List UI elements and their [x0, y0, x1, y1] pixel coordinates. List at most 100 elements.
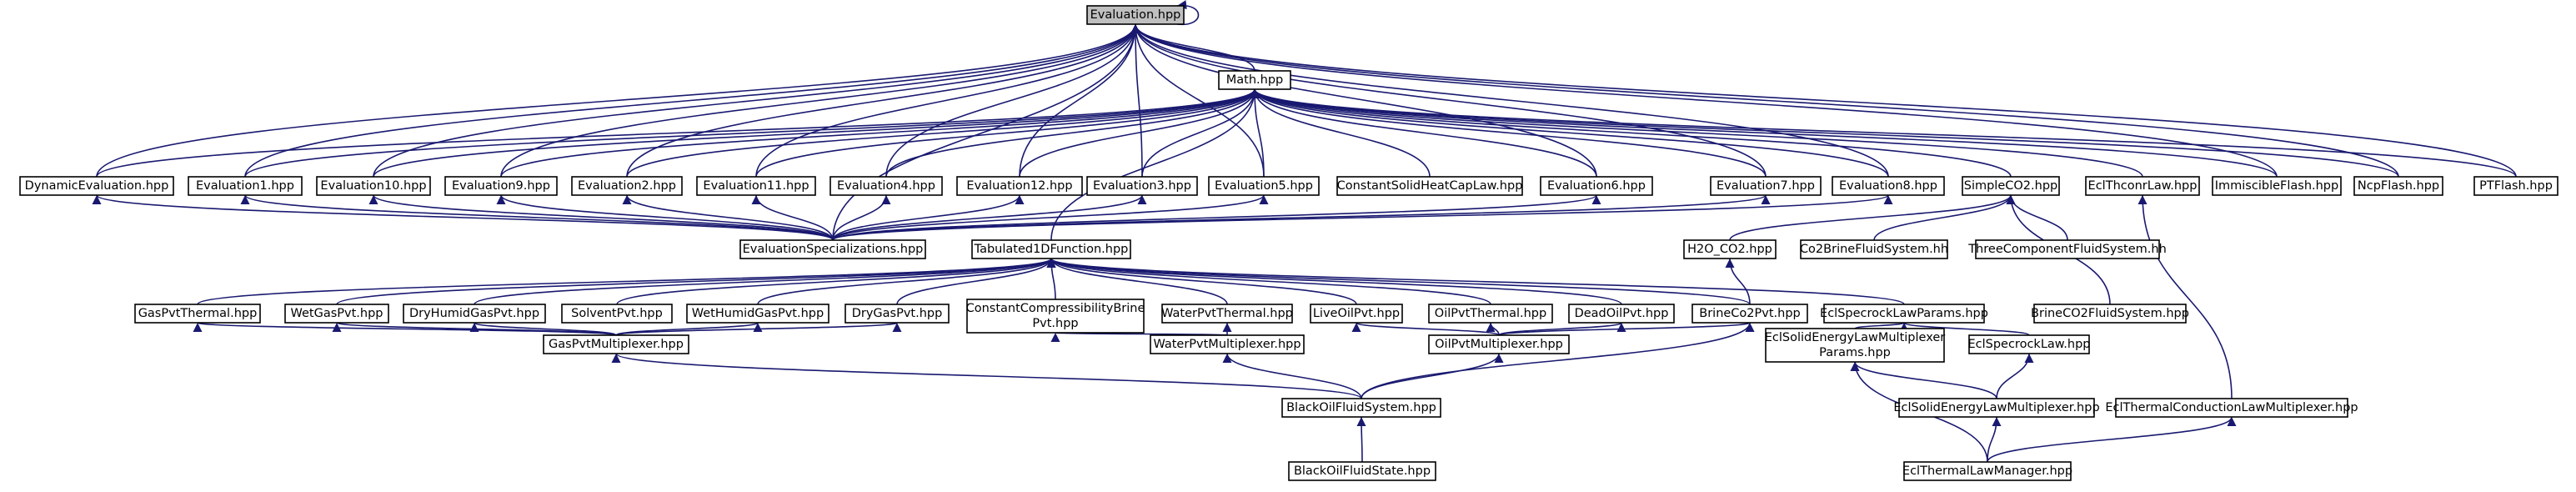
- node-brine-co2-pvt-hpp[interactable]: BrineCo2Pvt.hpp: [1691, 304, 1808, 324]
- edge-evaluation6-to-evaluation-specializations: [832, 194, 1601, 241]
- edge-ecl-specrock-law-to-ecl-solid-energy-law-multiplexer: [1996, 353, 2034, 399]
- node-evaluation-hpp[interactable]: Evaluation.hpp: [1086, 5, 1185, 25]
- node-evaluation12-hpp[interactable]: Evaluation12.hpp: [956, 176, 1083, 196]
- edge-group: [1725, 258, 1751, 305]
- node-dry-gas-pvt-hpp[interactable]: DryGasPvt.hpp: [844, 304, 950, 324]
- edge-math-to-evaluation3: [1141, 88, 1260, 178]
- node-evaluation-specializations-hpp[interactable]: EvaluationSpecializations.hpp: [739, 239, 926, 259]
- edge-group: [1130, 23, 2399, 178]
- node-water-pvt-thermal-hpp[interactable]: WaterPvtThermal.hpp: [1161, 304, 1293, 324]
- svg-text:EclThconrLaw.hpp: EclThconrLaw.hpp: [2088, 179, 2198, 193]
- node-co2-brine-fluid-system-hh[interactable]: Co2BrineFluidSystem.hh: [1800, 239, 1948, 259]
- node-pt-flash-hpp[interactable]: PTFlash.hpp: [2473, 176, 2558, 196]
- edge-group: [1356, 416, 1366, 463]
- edge-evaluation-to-dynamic-evaluation: [96, 23, 1140, 178]
- node-water-pvt-multiplexer-hpp[interactable]: WaterPvtMultiplexer.hpp: [1150, 334, 1305, 354]
- edge-tabulated-1d-function-to-oil-pvt-thermal: [1046, 258, 1491, 305]
- svg-text:ConstantSolidHeatCapLaw.hpp: ConstantSolidHeatCapLaw.hpp: [1337, 179, 1523, 193]
- edge-group: [1250, 88, 1767, 178]
- svg-text:OilPvtMultiplexer.hpp: OilPvtMultiplexer.hpp: [1435, 338, 1563, 351]
- node-ecl-specrock-law-hpp[interactable]: EclSpecrockLaw.hpp: [1967, 334, 2091, 354]
- edge-math-to-evaluation4: [885, 88, 1260, 178]
- svg-text:Evaluation6.hpp: Evaluation6.hpp: [1547, 179, 1646, 193]
- node-evaluation6-hpp[interactable]: Evaluation6.hpp: [1540, 176, 1653, 196]
- node-evaluation8-hpp[interactable]: Evaluation8.hpp: [1832, 176, 1945, 196]
- edge-group: [832, 23, 1140, 241]
- edge-group: [757, 258, 1056, 305]
- node-evaluation7-hpp[interactable]: Evaluation7.hpp: [1710, 176, 1822, 196]
- node-evaluation4-hpp[interactable]: Evaluation4.hpp: [829, 176, 943, 196]
- edge-group: [1019, 88, 1260, 178]
- node-solvent-pvt-hpp[interactable]: SolventPvt.hpp: [561, 304, 673, 324]
- node-ecl-solid-energy-law-multiplexer-hpp[interactable]: EclSolidEnergyLawMultiplexer.hpp: [1893, 398, 2100, 418]
- node-dry-humid-gas-pvt-hpp[interactable]: DryHumidGasPvt.hpp: [403, 304, 546, 324]
- svg-text:WetHumidGasPvt.hpp: WetHumidGasPvt.hpp: [692, 307, 824, 320]
- node-evaluation2-hpp[interactable]: Evaluation2.hpp: [571, 176, 683, 196]
- svg-text:EclThermalLawManager.hpp: EclThermalLawManager.hpp: [1902, 464, 2072, 478]
- node-ecl-specrock-law-params-hpp[interactable]: EclSpecrockLawParams.hpp: [1820, 304, 1988, 324]
- node-wet-humid-gas-pvt-hpp[interactable]: WetHumidGasPvt.hpp: [686, 304, 829, 324]
- edge-group: [832, 194, 1147, 241]
- node-evaluation11-hpp[interactable]: Evaluation11.hpp: [696, 176, 816, 196]
- edge-group: [622, 194, 834, 241]
- node-brine-co2-fluid-system-hpp[interactable]: BrineCO2FluidSystem.hpp: [2031, 304, 2189, 324]
- edge-evaluation7-to-evaluation-specializations: [832, 194, 1771, 241]
- node-ecl-thermal-conduction-law-multiplexer-hpp[interactable]: EclThermalConductionLawMultiplexer.hpp: [2105, 398, 2358, 418]
- node-math-hpp[interactable]: Math.hpp: [1218, 70, 1291, 90]
- edge-ecl-solid-energy-law-multiplexer-params-to-ecl-solid-energy-law-multiplexer: [1850, 361, 1997, 399]
- edge-oil-pvt-multiplexer-to-black-oil-fluid-system: [1361, 353, 1504, 399]
- node-gas-pvt-multiplexer-hpp[interactable]: GasPvtMultiplexer.hpp: [543, 334, 689, 354]
- edge-group: [1987, 416, 2002, 463]
- node-black-oil-fluid-state-hpp[interactable]: BlackOilFluidState.hpp: [1288, 461, 1436, 481]
- node-gas-pvt-thermal-hpp[interactable]: GasPvtThermal.hpp: [134, 304, 261, 324]
- node-constant-solid-heat-cap-law-hpp[interactable]: ConstantSolidHeatCapLaw.hpp: [1336, 176, 1523, 196]
- edge-ecl-thermal-conduction-law-multiplexer-to-ecl-thermal-law-manager: [1987, 416, 2237, 463]
- node-tabulated-1d-function-hpp[interactable]: Tabulated1DFunction.hpp: [971, 239, 1131, 259]
- edge-group: [1498, 322, 1626, 336]
- node-dynamic-evaluation-hpp[interactable]: DynamicEvaluation.hpp: [19, 176, 174, 196]
- node-evaluation1-hpp[interactable]: Evaluation1.hpp: [188, 176, 303, 196]
- edge-live-oil-pvt-to-oil-pvt-multiplexer: [1351, 322, 1500, 336]
- node-three-component-fluid-system-hh[interactable]: ThreeComponentFluidSystem.hh: [1967, 239, 2167, 259]
- node-simple-co2-hpp[interactable]: SimpleCO2.hpp: [1962, 176, 2060, 196]
- edge-evaluation-to-ncp-flash: [1130, 23, 2399, 178]
- edge-evaluation-to-evaluation5: [1130, 23, 1265, 178]
- edge-evaluation4-to-evaluation-specializations: [832, 194, 891, 241]
- edge-tabulated-1d-function-to-dead-oil-pvt: [1046, 258, 1622, 305]
- edge-group: [832, 194, 1269, 241]
- edge-tabulated-1d-function-to-water-pvt-thermal: [1046, 258, 1228, 305]
- node-evaluation10-hpp[interactable]: Evaluation10.hpp: [316, 176, 431, 196]
- node-wet-gas-pvt-hpp[interactable]: WetGasPvt.hpp: [284, 304, 389, 324]
- node-evaluation3-hpp[interactable]: Evaluation3.hpp: [1086, 176, 1198, 196]
- edge-math-to-ncp-flash: [1250, 88, 2399, 178]
- node-ecl-thermal-law-manager-hpp[interactable]: EclThermalLawManager.hpp: [1902, 461, 2072, 481]
- node-oil-pvt-multiplexer-hpp[interactable]: OilPvtMultiplexer.hpp: [1428, 334, 1570, 354]
- edge-group: [1130, 23, 2278, 178]
- node-evaluation5-hpp[interactable]: Evaluation5.hpp: [1208, 176, 1320, 196]
- edge-group: [197, 258, 1056, 305]
- node-live-oil-pvt-hpp[interactable]: LiveOilPvt.hpp: [1310, 304, 1403, 324]
- node-dead-oil-pvt-hpp[interactable]: DeadOilPvt.hpp: [1568, 304, 1675, 324]
- node-black-oil-fluid-system-hpp[interactable]: BlackOilFluidSystem.hpp: [1281, 398, 1441, 418]
- svg-text:Evaluation4.hpp: Evaluation4.hpp: [837, 179, 935, 193]
- svg-text:WaterPvtThermal.hpp: WaterPvtThermal.hpp: [1161, 307, 1293, 320]
- node-immiscible-flash-hpp[interactable]: ImmiscibleFlash.hpp: [2212, 176, 2342, 196]
- svg-text:Evaluation10.hpp: Evaluation10.hpp: [320, 179, 426, 193]
- edge-math-to-evaluation12: [1019, 88, 1260, 178]
- node-ecl-thconr-law-hpp[interactable]: EclThconrLaw.hpp: [2085, 176, 2200, 196]
- edge-group: [1050, 88, 1260, 241]
- node-oil-pvt-thermal-hpp[interactable]: OilPvtThermal.hpp: [1428, 304, 1553, 324]
- edge-group: [1222, 353, 1362, 399]
- svg-text:Evaluation12.hpp: Evaluation12.hpp: [966, 179, 1072, 193]
- edge-group: [373, 88, 1260, 178]
- edge-tabulated-1d-function-to-ecl-specrock-law-params: [1046, 258, 1905, 305]
- edge-oil-pvt-thermal-to-oil-pvt-multiplexer: [1486, 322, 1500, 336]
- node-ncp-flash-hpp[interactable]: NcpFlash.hpp: [2353, 176, 2443, 196]
- node-h2o-co2-hpp[interactable]: H2O_CO2.hpp: [1683, 239, 1777, 259]
- svg-text:BlackOilFluidSystem.hpp: BlackOilFluidSystem.hpp: [1286, 401, 1436, 414]
- svg-text:Evaluation9.hpp: Evaluation9.hpp: [452, 179, 550, 193]
- svg-text:EvaluationSpecializations.hpp: EvaluationSpecializations.hpp: [743, 243, 924, 256]
- node-evaluation9-hpp[interactable]: Evaluation9.hpp: [444, 176, 558, 196]
